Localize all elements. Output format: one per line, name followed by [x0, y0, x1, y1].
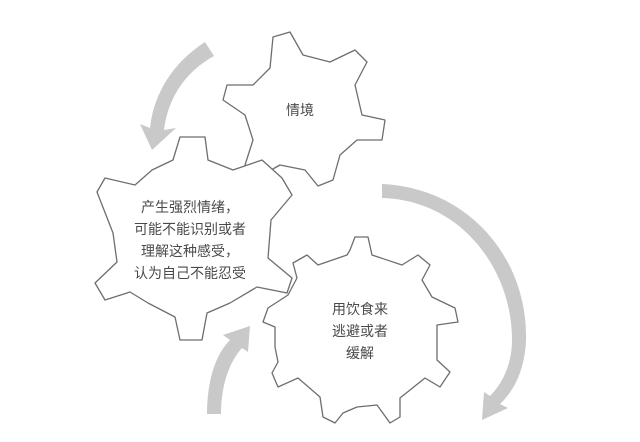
- label-line: 缓解: [346, 346, 374, 362]
- label-line: 可能不能识别或者: [134, 222, 246, 238]
- curved-arrow-icon: [140, 42, 214, 150]
- curved-arrow-icon: [207, 326, 250, 414]
- gear-label-coping: 用饮食来 逃避或者 缓解: [320, 299, 400, 365]
- label-line: 认为自己不能忍受: [134, 266, 246, 282]
- label-line: 理解这种感受，: [141, 244, 239, 260]
- gear-coping: [262, 236, 459, 424]
- gear-label-emotion: 产生强烈情绪， 可能不能识别或者 理解这种感受， 认为自己不能忍受: [125, 197, 255, 285]
- gear-emotion: [94, 136, 293, 341]
- label-line: 情境: [286, 103, 314, 119]
- gear-situation: [222, 31, 386, 187]
- label-line: 产生强烈情绪，: [141, 200, 239, 216]
- label-line: 逃避或者: [332, 324, 388, 340]
- curved-arrow-icon: [382, 184, 527, 420]
- gear-label-situation: 情境: [270, 100, 330, 122]
- label-line: 用饮食来: [332, 302, 388, 318]
